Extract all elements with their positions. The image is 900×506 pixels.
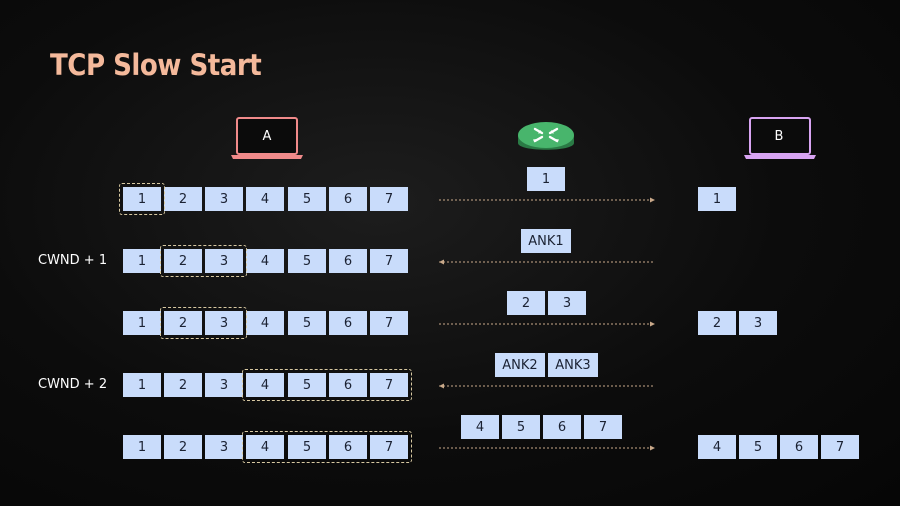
transit-packet: 1 [527, 167, 565, 191]
packet-cell: 3 [205, 249, 243, 273]
packet-cell: 3 [205, 187, 243, 211]
transit-packet: 6 [543, 415, 581, 439]
packet-cell: 2 [164, 311, 202, 335]
packet-cell: 5 [288, 373, 326, 397]
packet-cell: 2 [164, 373, 202, 397]
transit-packet: 2 [507, 291, 545, 315]
received-packet: 7 [821, 435, 859, 459]
packet-cell: 6 [329, 311, 367, 335]
packet-cell: 4 [246, 187, 284, 211]
ack-packet: ANK2 [495, 353, 545, 377]
congestion-window-box [119, 183, 165, 215]
transit-packet: 4 [461, 415, 499, 439]
packet-cell: 6 [329, 373, 367, 397]
packet-cell: 4 [246, 311, 284, 335]
packet-cell: 5 [288, 435, 326, 459]
received-packet: 5 [739, 435, 777, 459]
received-packet: 1 [698, 187, 736, 211]
transit-packet: 7 [584, 415, 622, 439]
sender-label: A [262, 129, 272, 144]
packet-cell: 1 [123, 187, 161, 211]
cwnd-label: CWND + 2 [38, 377, 108, 392]
packet-cell: 7 [370, 187, 408, 211]
received-packet: 6 [780, 435, 818, 459]
packet-cell: 3 [205, 435, 243, 459]
packet-cell: 3 [205, 311, 243, 335]
packet-cell: 3 [205, 373, 243, 397]
packet-cell: 7 [370, 435, 408, 459]
arrow-right-icon [439, 445, 655, 451]
packet-cell: 5 [288, 187, 326, 211]
packet-cell: 5 [288, 311, 326, 335]
laptop-icon [231, 117, 303, 159]
packet-cell: 2 [164, 187, 202, 211]
packet-cell: 4 [246, 435, 284, 459]
cwnd-label: CWND + 1 [38, 253, 108, 268]
transit-packet: 5 [502, 415, 540, 439]
receiver-label: B [774, 129, 784, 144]
transit-packet: 3 [548, 291, 586, 315]
packet-cell: 1 [123, 311, 161, 335]
packet-cell: 4 [246, 373, 284, 397]
laptop-icon [744, 117, 816, 159]
congestion-window-box [160, 245, 247, 277]
packet-cell: 7 [370, 249, 408, 273]
packet-cell: 6 [329, 187, 367, 211]
packet-cell: 7 [370, 311, 408, 335]
packet-cell: 1 [123, 373, 161, 397]
ack-packet: ANK1 [521, 229, 571, 253]
ack-packet: ANK3 [548, 353, 598, 377]
arrow-right-icon [439, 197, 655, 203]
packet-cell: 4 [246, 249, 284, 273]
packet-cell: 6 [329, 249, 367, 273]
router-icon [518, 122, 574, 150]
page-title: TCP Slow Start [50, 48, 262, 82]
received-packet: 2 [698, 311, 736, 335]
packet-cell: 7 [370, 373, 408, 397]
received-packet: 3 [739, 311, 777, 335]
arrow-left-icon [439, 259, 655, 265]
received-packet: 4 [698, 435, 736, 459]
packet-cell: 1 [123, 249, 161, 273]
packet-cell: 5 [288, 249, 326, 273]
arrow-left-icon [439, 383, 655, 389]
packet-cell: 2 [164, 249, 202, 273]
arrow-right-icon [439, 321, 655, 327]
congestion-window-box [160, 307, 247, 339]
congestion-window-box [242, 431, 412, 463]
packet-cell: 2 [164, 435, 202, 459]
congestion-window-box [242, 369, 412, 401]
packet-cell: 6 [329, 435, 367, 459]
packet-cell: 1 [123, 435, 161, 459]
